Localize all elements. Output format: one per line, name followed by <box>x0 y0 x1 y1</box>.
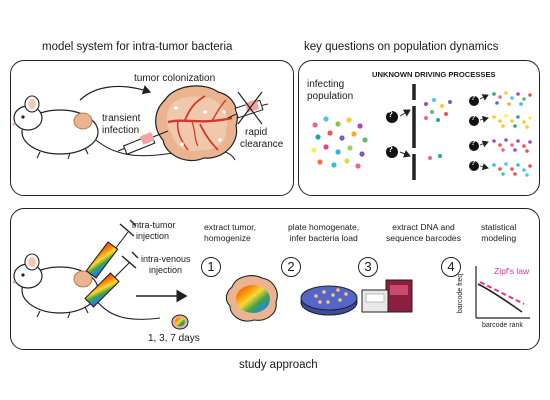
zipf-plot <box>475 266 530 319</box>
step-3-text: extract DNA and sequence barcodes <box>386 222 461 244</box>
intra-venous-label-2: injection <box>149 265 183 275</box>
step-3-number: 3 <box>358 257 378 277</box>
key-questions-panel <box>298 60 540 196</box>
outcome-cluster-2 <box>492 114 532 129</box>
study-approach-panel <box>10 208 540 350</box>
step-2-text: plate homogenate, infer bacteria load <box>288 222 359 244</box>
question-mark-5: ? <box>471 140 476 147</box>
rapid-clearance-label-1: rapid <box>245 127 268 138</box>
question-mark-4: ? <box>471 115 476 122</box>
question-mark-3: ? <box>471 95 476 102</box>
x-axis-label: barcode rank <box>482 322 523 329</box>
step-1-text: extract tumor, homogenize <box>204 222 256 244</box>
intra-tumor-label-2: injection <box>136 231 170 241</box>
mouse-illustration-top <box>12 95 236 161</box>
y-axis-label: barcode freq <box>457 273 465 314</box>
process-question-icons <box>386 94 489 171</box>
model-system-title: model system for intra-tumor bacteria <box>42 41 233 53</box>
transient-infection-label-2: infection <box>102 125 140 136</box>
infecting-population-label-1: infecting <box>307 79 345 90</box>
step-1-line-2: homogenize <box>204 233 251 243</box>
tumor-illustration <box>155 85 238 162</box>
intra-venous-label-1: intra-venous <box>141 254 191 264</box>
syringe-top <box>117 130 169 155</box>
unknown-processes-label: UNKNOWN DRIVING PROCESSES <box>372 70 496 79</box>
step-2-line-1: plate homogenate, <box>288 222 360 232</box>
rapid-clearance-label-2: clearance <box>240 139 284 150</box>
tumor-colonization-label: tumor colonization <box>134 73 216 84</box>
outcome-cluster-3 <box>492 138 532 153</box>
rapid-clearance-icon <box>227 91 269 125</box>
intra-tumor-syringe <box>85 219 137 279</box>
study-approach-title: study approach <box>239 359 318 371</box>
model-system-panel <box>10 60 294 196</box>
step-4-text: statistical modeling <box>481 222 516 244</box>
mouse-illustration-bottom <box>12 253 161 320</box>
infecting-population-label-2: population <box>307 91 354 102</box>
question-mark-6: ? <box>471 160 476 167</box>
step-4-line-2: modeling <box>481 233 517 243</box>
step-3-line-1: extract DNA and <box>392 222 455 232</box>
step-2-number: 2 <box>281 257 301 277</box>
small-tumor-icon <box>171 314 189 330</box>
question-mark-1: ? <box>388 110 393 119</box>
homogenized-tumor-icon <box>225 275 278 322</box>
step-3-line-2: sequence barcodes <box>386 233 462 243</box>
transient-infection-label-1: transient <box>102 113 141 124</box>
step-4-number: 4 <box>441 257 461 277</box>
step-4-line-1: statistical <box>481 222 517 232</box>
step-1-number: 1 <box>201 257 221 277</box>
timepoints-label: 1, 3, 7 days <box>148 333 200 344</box>
sequencer-icon <box>361 279 413 313</box>
passing-dots <box>424 98 452 160</box>
step-2-line-2: infer bacteria load <box>289 233 358 243</box>
question-mark-2: ? <box>388 145 393 154</box>
colonization-arrow <box>79 85 152 101</box>
infecting-population-dots <box>311 116 368 169</box>
key-questions-title: key questions on population dynamics <box>304 41 499 53</box>
intra-venous-syringe <box>84 251 139 308</box>
outcome-cluster-1 <box>492 91 532 106</box>
intra-tumor-label-1: intra-tumor <box>132 220 176 230</box>
step-1-line-1: extract tumor, <box>204 222 257 232</box>
outcome-cluster-4 <box>492 162 532 177</box>
petri-dish-icon <box>300 285 358 316</box>
zipf-law-label: Zipf's law <box>494 266 530 276</box>
